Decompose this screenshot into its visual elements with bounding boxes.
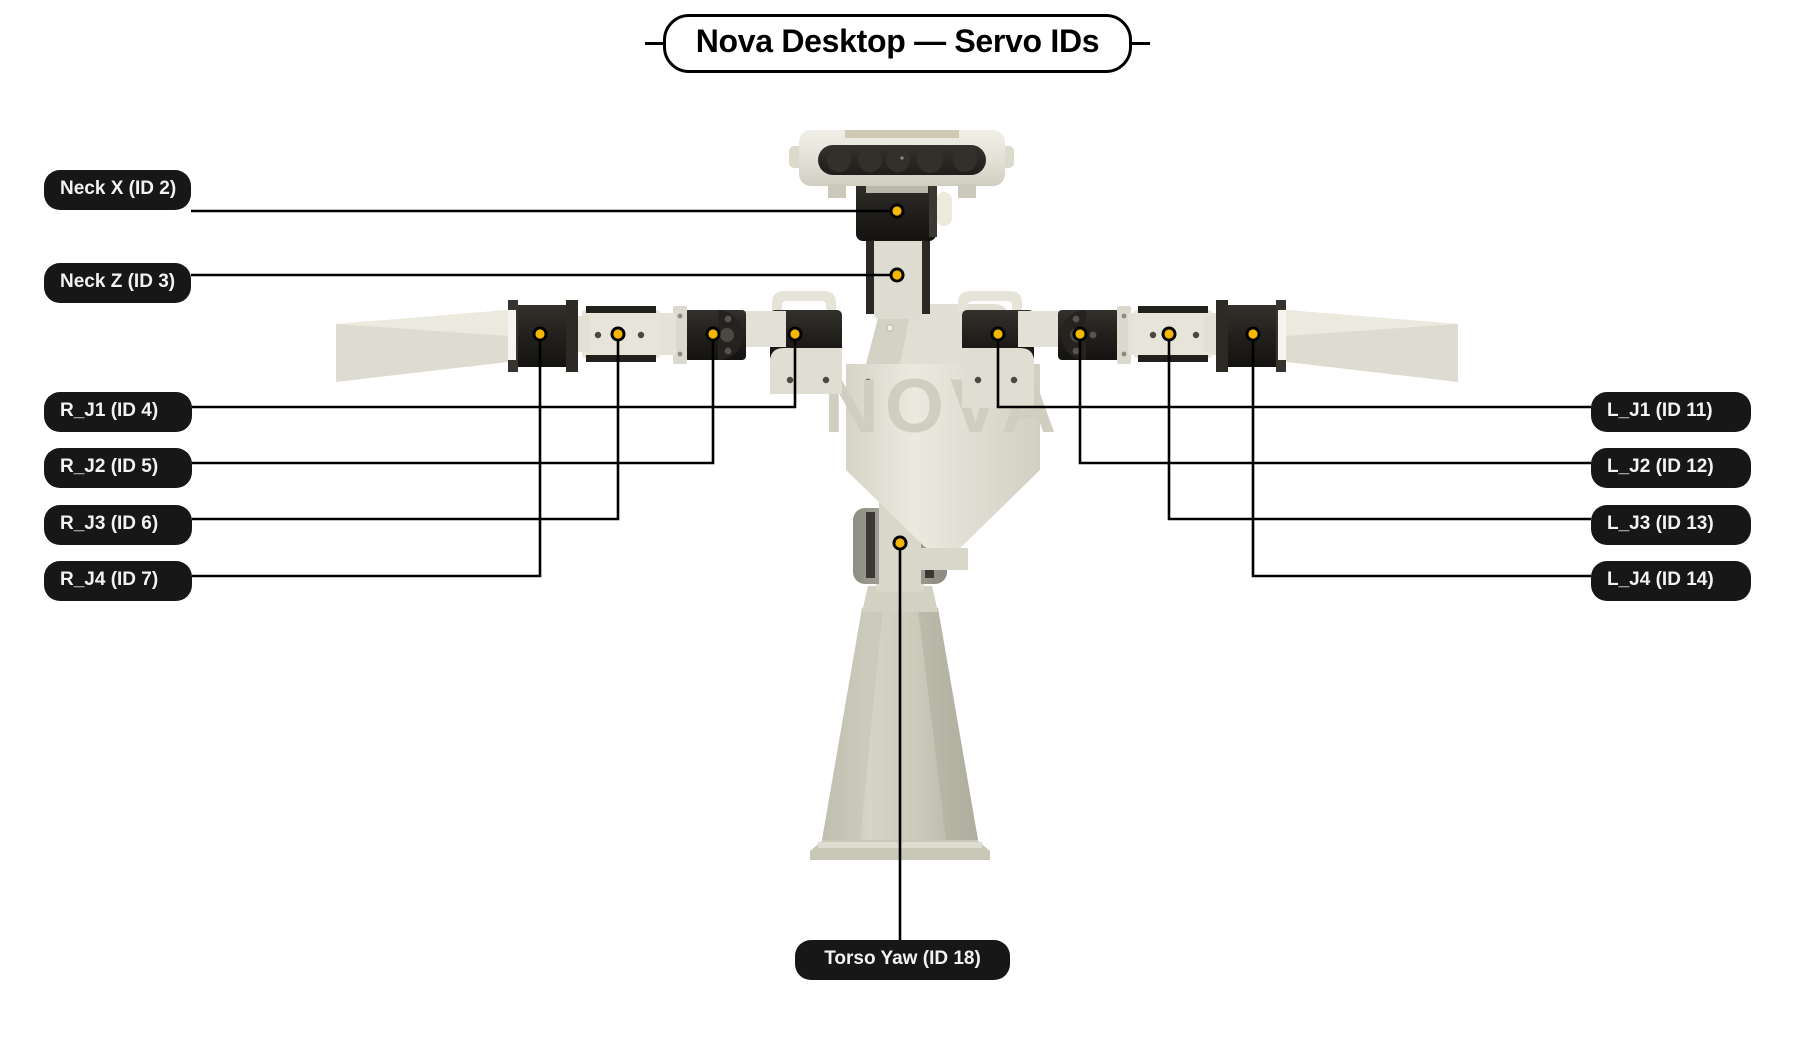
callout-r-j2[interactable]: R_J2 (ID 5) bbox=[44, 448, 192, 488]
camera-tab-right bbox=[958, 184, 976, 198]
marker-neck-x-core bbox=[892, 206, 902, 216]
left-j2-horn-screw-1 bbox=[1072, 315, 1080, 323]
left-j1-screw-b bbox=[1010, 376, 1018, 384]
right-j3-screw-b bbox=[637, 331, 645, 339]
camera-indicator bbox=[900, 156, 904, 160]
leader-r-j3 bbox=[192, 334, 620, 521]
marker-l-j4-core bbox=[1248, 329, 1258, 339]
right-j3-screw-a bbox=[594, 331, 602, 339]
right-j2-bracket-screw-a bbox=[677, 313, 683, 319]
right-j1-yoke bbox=[772, 291, 836, 311]
left-j2-bracket-screw-b bbox=[1121, 351, 1127, 357]
torso-yaw-vent-left bbox=[866, 512, 875, 578]
right-arm-assembly bbox=[336, 291, 842, 394]
callout-l-j3[interactable]: L_J3 (ID 13) bbox=[1591, 505, 1751, 545]
left-j1-yoke bbox=[958, 291, 1022, 311]
pedestal-column-shade bbox=[822, 608, 883, 840]
callout-torso-yaw[interactable]: Torso Yaw (ID 18) bbox=[795, 940, 1010, 980]
leader-l-j2 bbox=[1078, 334, 1591, 465]
right-j2-bracket-screw-b bbox=[677, 351, 683, 357]
chest-screw-left bbox=[864, 378, 872, 386]
marker-torso-yaw-core bbox=[895, 538, 905, 548]
right-j2-bracket bbox=[673, 306, 687, 364]
left-gripper-blade-hilite bbox=[1286, 310, 1458, 336]
left-j2-bracket bbox=[1117, 306, 1131, 364]
right-j1-shell bbox=[770, 348, 842, 394]
collar-screw-left bbox=[886, 324, 894, 332]
torso-plate bbox=[846, 364, 1040, 556]
right-gripper-blade-hilite bbox=[336, 310, 508, 336]
right-j3-rail-bottom bbox=[586, 355, 656, 362]
right-j1-screw-b bbox=[822, 376, 830, 384]
camera-bar bbox=[789, 130, 1014, 198]
neck-x-side bbox=[929, 183, 937, 237]
camera-lens-2 bbox=[858, 148, 882, 172]
waist-stub bbox=[920, 548, 968, 570]
camera-tab-left bbox=[828, 184, 846, 198]
left-j4-side-left bbox=[1216, 300, 1228, 372]
marker-r-j1-core bbox=[790, 329, 800, 339]
marker-r-j2-core bbox=[708, 329, 718, 339]
neck-x-horn bbox=[936, 192, 952, 226]
callout-l-j4[interactable]: L_J4 (ID 14) bbox=[1591, 561, 1751, 601]
leader-l-j4 bbox=[1251, 334, 1591, 578]
left-j2-bracket-screw-a bbox=[1121, 313, 1127, 319]
callout-l-j2[interactable]: L_J2 (ID 12) bbox=[1591, 448, 1751, 488]
camera-lens-3 bbox=[886, 148, 910, 172]
left-j3-screw-a bbox=[1149, 331, 1157, 339]
left-j2-horn-screw-2 bbox=[1072, 347, 1080, 355]
right-j2-horn-hub bbox=[720, 328, 734, 342]
leader-r-j2 bbox=[192, 334, 715, 465]
right-j2-horn-screw-2 bbox=[724, 347, 732, 355]
left-j1-screw-a bbox=[974, 376, 982, 384]
camera-lens-4 bbox=[917, 147, 943, 173]
neck-z-vent-right bbox=[922, 240, 930, 314]
marker-r-j3-core bbox=[613, 329, 623, 339]
callout-r-j4[interactable]: R_J4 (ID 7) bbox=[44, 561, 192, 601]
callout-neck-z[interactable]: Neck Z (ID 3) bbox=[44, 263, 191, 303]
marker-r-j4-core bbox=[535, 329, 545, 339]
marker-l-j1-core bbox=[993, 329, 1003, 339]
callout-r-j1[interactable]: R_J1 (ID 4) bbox=[44, 392, 192, 432]
marker-neck-z-core bbox=[892, 270, 902, 280]
leader-l-j1 bbox=[996, 334, 1591, 409]
leader-l-j3 bbox=[1167, 334, 1591, 521]
leader-r-j1 bbox=[192, 334, 797, 409]
right-j3-rail-top bbox=[586, 306, 656, 313]
pedestal-column-shade2 bbox=[918, 608, 978, 840]
servo-marker-dots bbox=[532, 203, 1261, 551]
callout-neck-x[interactable]: Neck X (ID 2) bbox=[44, 170, 191, 210]
callout-l-j1[interactable]: L_J1 (ID 11) bbox=[1591, 392, 1751, 432]
left-j3-screw-b bbox=[1192, 331, 1200, 339]
leader-r-j4 bbox=[192, 334, 542, 578]
camera-lens-5 bbox=[953, 148, 977, 172]
marker-l-j2-core bbox=[1075, 329, 1085, 339]
left-j3-rail-bottom bbox=[1138, 355, 1208, 362]
right-j4-side-right bbox=[566, 300, 578, 372]
callout-r-j3[interactable]: R_J3 (ID 6) bbox=[44, 505, 192, 545]
marker-l-j3-core bbox=[1164, 329, 1174, 339]
right-j1-screw-a bbox=[786, 376, 794, 384]
left-j3-rail-top bbox=[1138, 306, 1208, 313]
camera-lens-1 bbox=[827, 148, 851, 172]
neck-z-vent-left bbox=[866, 240, 874, 314]
camera-shell-seam bbox=[845, 130, 959, 138]
left-j2-horn-screw-3 bbox=[1089, 331, 1097, 339]
right-j2-horn-screw-1 bbox=[724, 315, 732, 323]
